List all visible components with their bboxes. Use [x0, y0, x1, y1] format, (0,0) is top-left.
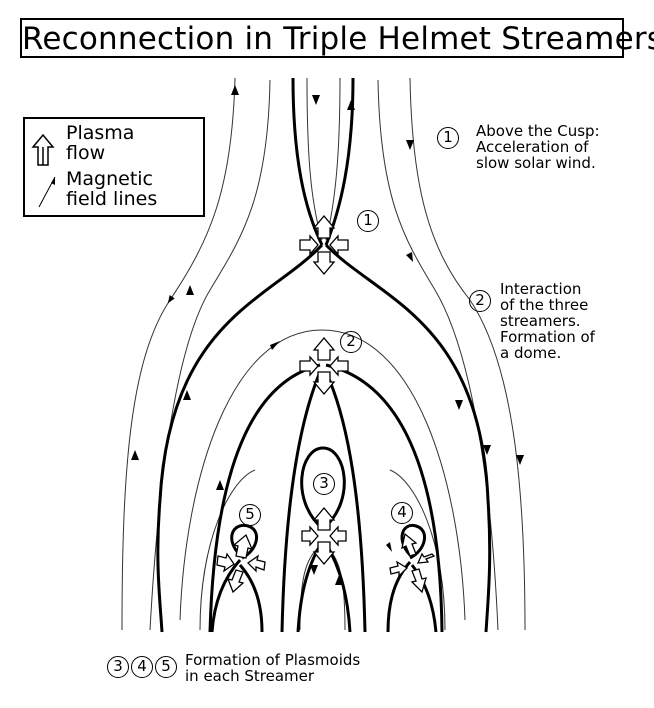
left-streamer-inner-left	[210, 558, 242, 633]
legend-field-label-1: Magnetic	[66, 168, 154, 190]
note2-line: a dome.	[500, 344, 562, 362]
plasmoid-5	[230, 523, 258, 560]
field-direction-arrows	[131, 85, 524, 585]
thick-separatrices	[156, 77, 492, 633]
field-line-inner-right-loop	[389, 469, 446, 631]
outflow-down-arrow	[226, 569, 245, 594]
marker-1: 1	[357, 210, 379, 232]
outflow-up-arrow	[232, 533, 254, 559]
x-point-2-flows	[299, 336, 349, 396]
note1-line: Above the Cusp:	[476, 122, 600, 140]
inflow-right-arrow	[329, 525, 347, 547]
outflow-up-arrow	[312, 336, 336, 361]
note345-line: Formation of Plasmoids	[185, 651, 361, 669]
legend-plasma-label-1: Plasma	[66, 122, 135, 144]
plasmoid-3	[300, 446, 346, 530]
arrow-head	[312, 95, 320, 105]
note2-line: streamers.	[500, 312, 581, 330]
arrow-head	[310, 565, 318, 575]
arrow-head	[231, 85, 239, 95]
marker-4: 4	[391, 502, 413, 524]
inflow-left-arrow	[216, 552, 235, 573]
inflow-right-arrow	[416, 552, 436, 564]
note345-line: in each Streamer	[185, 667, 315, 685]
marker-2: 2	[340, 331, 362, 353]
outflow-down-arrow	[312, 251, 336, 276]
center-streamer-right	[324, 371, 367, 633]
inflow-right-arrow	[246, 554, 266, 573]
inflow-right-arrow	[329, 355, 349, 377]
arrow-head	[406, 252, 413, 262]
arrow-head	[386, 542, 392, 552]
note345-number: 4	[131, 656, 153, 678]
note1-number: 1	[437, 127, 459, 149]
legend-icons	[31, 133, 56, 208]
inflow-right-arrow	[329, 234, 349, 256]
note2-line: Formation of	[500, 328, 595, 346]
arrow-head	[516, 455, 524, 465]
marker-5: 5	[239, 504, 261, 526]
arrow-head	[216, 480, 224, 490]
arrow-head	[455, 400, 463, 410]
inflow-left-arrow	[301, 525, 319, 547]
outflow-up-arrow	[312, 506, 336, 531]
field-line-arrow-icon	[38, 176, 56, 208]
legend: Plasma flow Magnetic field lines	[23, 117, 205, 217]
field-line-cusp-right	[325, 77, 341, 241]
marker-3: 3	[313, 473, 335, 495]
diagram-title: Reconnection in Triple Helmet Streamers	[22, 21, 654, 57]
left-streamer-inner-right	[238, 563, 264, 633]
x-point-1-flows	[299, 214, 349, 276]
arrow-head	[183, 390, 191, 400]
inflow-left-arrow	[299, 234, 319, 256]
note2-line: Interaction	[500, 280, 582, 298]
separatrix-right	[324, 243, 492, 633]
field-line-outer-left	[121, 77, 236, 631]
legend-field-label-2: field lines	[66, 188, 158, 210]
inflow-left-arrow	[389, 560, 409, 578]
note2-number: 2	[469, 290, 491, 312]
arrow-head	[406, 140, 414, 150]
arrow-head	[131, 450, 139, 460]
outflow-down-arrow	[410, 568, 427, 594]
legend-plasma-label-2: flow	[66, 142, 106, 164]
outflow-down-arrow	[312, 371, 336, 396]
dome-left	[208, 363, 321, 633]
outflow-up-arrow	[401, 532, 418, 557]
dome-right	[325, 363, 444, 633]
plasmoid-3-lower-left	[296, 541, 324, 633]
field-line-dome-arc	[179, 329, 466, 621]
title-box: Reconnection in Triple Helmet Streamers	[20, 18, 654, 58]
cusp-left-boundary	[291, 77, 324, 246]
outflow-up-arrow	[312, 214, 336, 239]
field-line-inner-left-loop	[199, 469, 256, 631]
x-point-5-flows	[216, 533, 266, 594]
arrow-head	[483, 445, 491, 455]
arrow-head	[270, 341, 280, 350]
note1-line: Acceleration of	[476, 138, 589, 156]
arrow-head	[186, 285, 194, 295]
outflow-down-arrow	[312, 541, 336, 566]
x-point-4-flows	[389, 532, 436, 594]
separatrix-left	[156, 243, 324, 633]
note2-line: of the three	[500, 296, 589, 314]
center-streamer-left	[280, 371, 322, 633]
inflow-left-arrow	[299, 355, 319, 377]
x-point-3-flows	[301, 506, 347, 566]
plasma-flow-arrow-icon	[31, 133, 55, 166]
note1-line: slow solar wind.	[476, 154, 596, 172]
note345-number: 5	[155, 656, 177, 678]
note345-number: 3	[107, 656, 129, 678]
cusp-right-boundary	[324, 77, 355, 246]
